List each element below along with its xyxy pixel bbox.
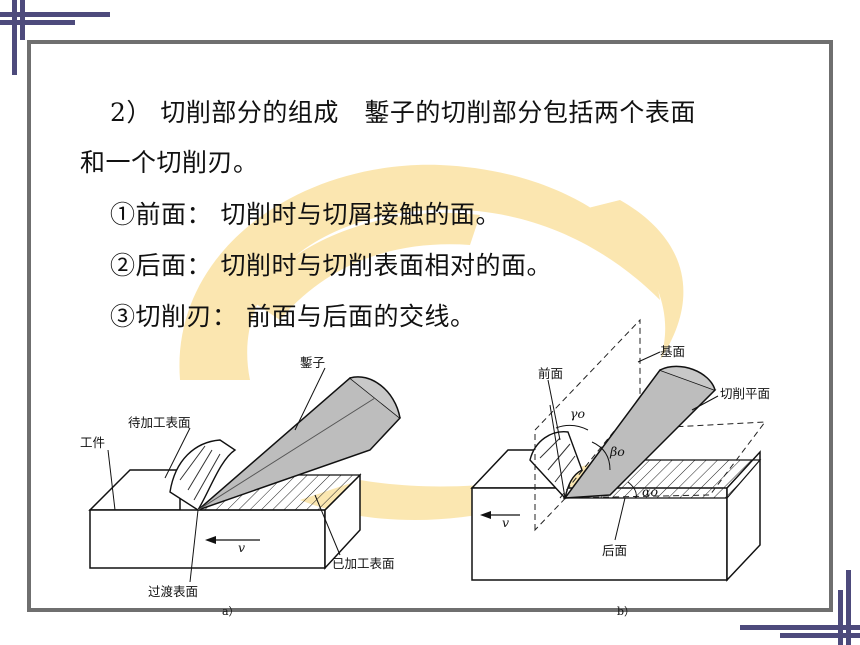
text-line-2: 和一个切削刃。 (80, 148, 259, 177)
chip (169, 439, 237, 511)
top-left-stripe (20, 0, 25, 40)
label-workpiece: 工件 (80, 435, 105, 450)
label-rear-face: 后面 (602, 543, 627, 558)
bottom-right-stripe (838, 590, 843, 645)
label-cutting-plane: 切削平面 (720, 386, 770, 401)
label-front-face: 前面 (538, 366, 563, 381)
top-left-stripe (12, 0, 17, 75)
label-wedge-angle: βo (609, 444, 625, 459)
bottom-right-stripe (846, 570, 851, 645)
label-velocity: v (502, 515, 509, 530)
text-line-1: 2） 切削部分的组成 鏨子的切削部分包括两个表面 (110, 98, 696, 127)
label-base-plane: 基面 (660, 344, 685, 359)
list-item-front-face: ①前面： 切削时与切屑接触的面。 (110, 200, 501, 229)
top-left-stripe (0, 20, 75, 25)
list-item-rear-face: ②后面： 切削时与切削表面相对的面。 (110, 251, 552, 280)
label-machined-surface: 已加工表面 (332, 556, 395, 571)
caption-a: a） (222, 605, 240, 618)
workpiece-front (471, 487, 728, 581)
figure-a-chisel-diagram: 鏨子 待加工表面 工件 v 已加工表面 过渡表面 (80, 355, 402, 599)
top-left-stripe (0, 12, 110, 17)
list-item-cutting-edge: ③切削刃： 前面与后面的交线。 (110, 302, 476, 331)
label-clearance-angle: αo (642, 484, 658, 499)
bottom-right-stripe (740, 625, 860, 630)
bottom-right-stripe (780, 633, 860, 638)
figure-b-angle-diagram: 基面 前面 切削平面 γo βo αo v 后面 (470, 318, 770, 582)
label-chisel: 鏨子 (300, 355, 325, 370)
label-surface-to-machine: 待加工表面 (128, 415, 191, 430)
caption-b: b） (617, 605, 636, 618)
label-rake-angle: γo (570, 406, 585, 421)
workpiece-front (89, 509, 326, 569)
label-velocity: v (238, 540, 245, 555)
label-transition-surface: 过渡表面 (148, 584, 198, 599)
